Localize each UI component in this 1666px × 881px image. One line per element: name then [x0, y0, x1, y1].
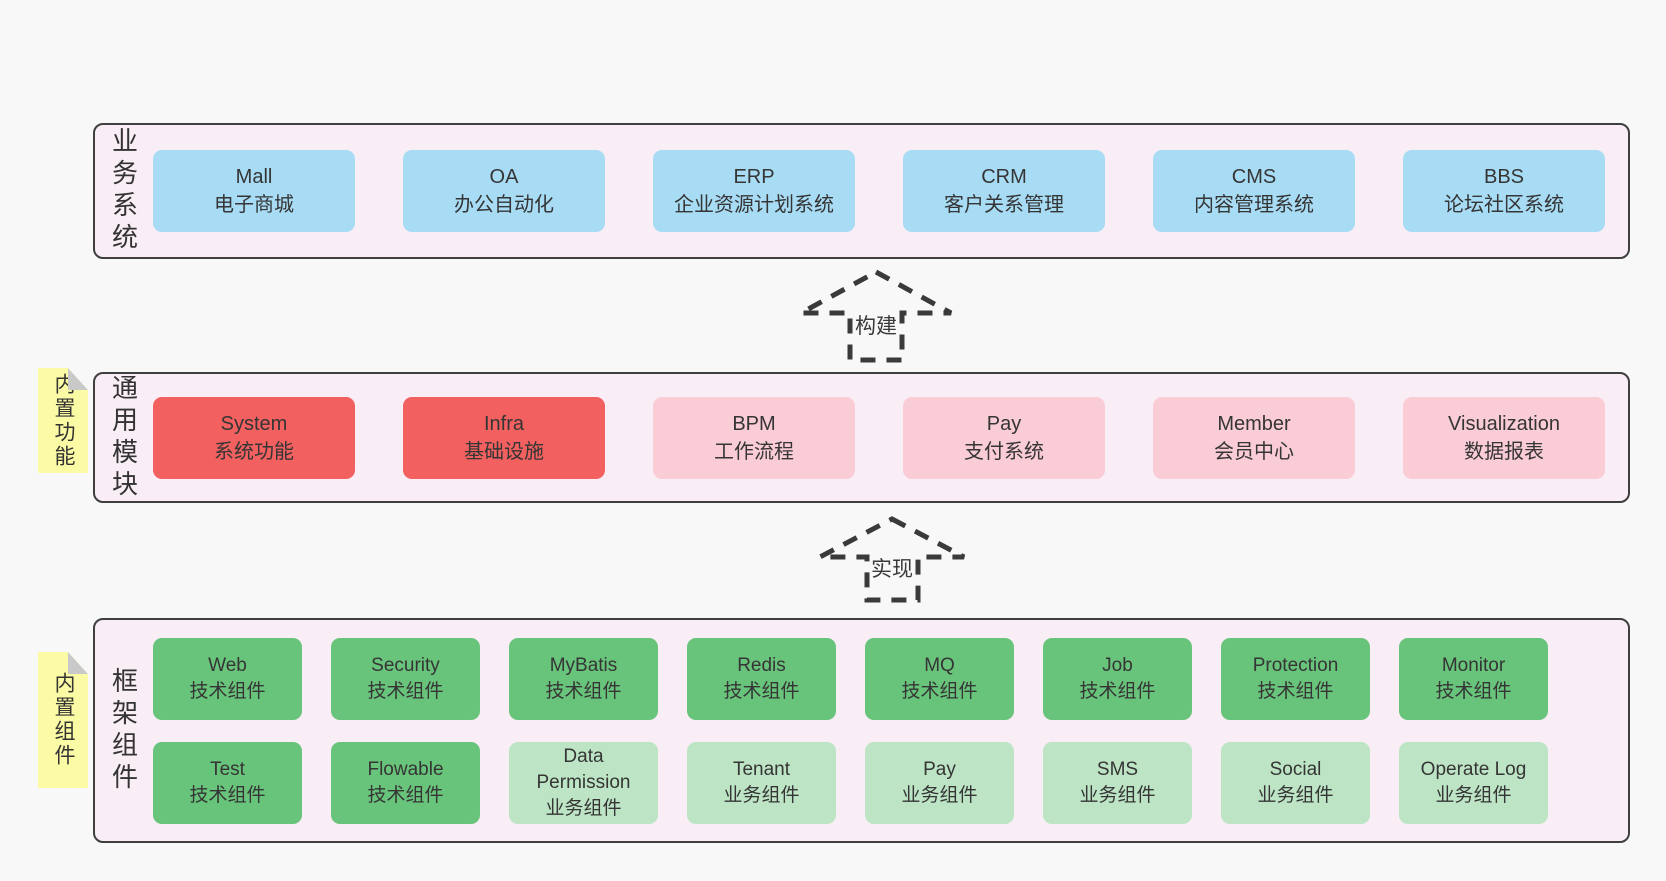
card-monitor: Monitor 技术组件: [1399, 637, 1548, 720]
card-test: Test 技术组件: [153, 741, 302, 824]
dashed-up-arrow-icon: [799, 269, 953, 363]
card-tenant: Tenant 业务组件: [687, 741, 836, 824]
card-operate-log: Operate Log 业务组件: [1399, 741, 1548, 824]
sticky-note-builtin-components: 内置组件: [38, 652, 88, 788]
sticky-note-builtin-features: 内置功能: [38, 368, 88, 473]
card-pay-module: Pay 支付系统: [903, 396, 1105, 479]
framework-cards-row-2: Test 技术组件 Flowable 技术组件 Data Permission …: [153, 741, 1628, 824]
sticky-note-label: 内置功能: [52, 372, 75, 469]
card-data-permission: Data Permission 业务组件: [509, 741, 658, 824]
panel-label-modules: 通用模块: [108, 373, 139, 502]
card-crm: CRM 客户关系管理: [903, 150, 1105, 232]
card-infra: Infra 基础设施: [403, 396, 605, 479]
card-mall: Mall 电子商城: [153, 150, 355, 232]
card-mq: MQ 技术组件: [865, 637, 1014, 720]
arrow-label-implement: 实现: [871, 558, 913, 581]
card-sms: SMS 业务组件: [1043, 741, 1192, 824]
framework-cards-grid: Web 技术组件 Security 技术组件 MyBatis 技术组件 Redi…: [153, 620, 1628, 841]
panel-label-framework: 框架组件: [108, 666, 139, 795]
card-mybatis: MyBatis 技术组件: [509, 637, 658, 720]
card-job: Job 技术组件: [1043, 637, 1192, 720]
card-protection: Protection 技术组件: [1221, 637, 1370, 720]
arrow-label-build: 构建: [855, 315, 897, 338]
folded-corner-icon: [68, 652, 88, 674]
card-social: Social 业务组件: [1221, 741, 1370, 824]
implement-arrow: 实现: [818, 516, 966, 603]
card-bpm: BPM 工作流程: [653, 396, 855, 479]
card-pay-component: Pay 业务组件: [865, 741, 1014, 824]
panel-label-business: 业务系统: [108, 127, 139, 255]
card-system: System 系统功能: [153, 396, 355, 479]
panel-business-systems: 业务系统 Mall 电子商城 OA 办公自动化 ERP 企业资源计划系统 CRM…: [93, 123, 1630, 259]
folded-corner-icon: [68, 368, 88, 390]
panel-framework-components: 框架组件 Web 技术组件 Security 技术组件 MyBatis 技术组件…: [93, 618, 1630, 843]
dashed-up-arrow-icon: [818, 516, 966, 603]
card-visualization: Visualization 数据报表: [1403, 396, 1605, 479]
module-cards-row: System 系统功能 Infra 基础设施 BPM 工作流程 Pay 支付系统…: [153, 374, 1628, 501]
card-member: Member 会员中心: [1153, 396, 1355, 479]
card-web: Web 技术组件: [153, 637, 302, 720]
card-security: Security 技术组件: [331, 637, 480, 720]
sticky-note-label: 内置组件: [52, 672, 75, 768]
card-bbs: BBS 论坛社区系统: [1403, 150, 1605, 232]
framework-cards-row-1: Web 技术组件 Security 技术组件 MyBatis 技术组件 Redi…: [153, 637, 1628, 720]
card-erp: ERP 企业资源计划系统: [653, 150, 855, 232]
card-cms: CMS 内容管理系统: [1153, 150, 1355, 232]
business-cards-row: Mall 电子商城 OA 办公自动化 ERP 企业资源计划系统 CRM 客户关系…: [153, 125, 1628, 257]
build-arrow: 构建: [799, 269, 953, 363]
panel-common-modules: 通用模块 System 系统功能 Infra 基础设施 BPM 工作流程 Pay…: [93, 372, 1630, 503]
card-redis: Redis 技术组件: [687, 637, 836, 720]
card-flowable: Flowable 技术组件: [331, 741, 480, 824]
card-oa: OA 办公自动化: [403, 150, 605, 232]
